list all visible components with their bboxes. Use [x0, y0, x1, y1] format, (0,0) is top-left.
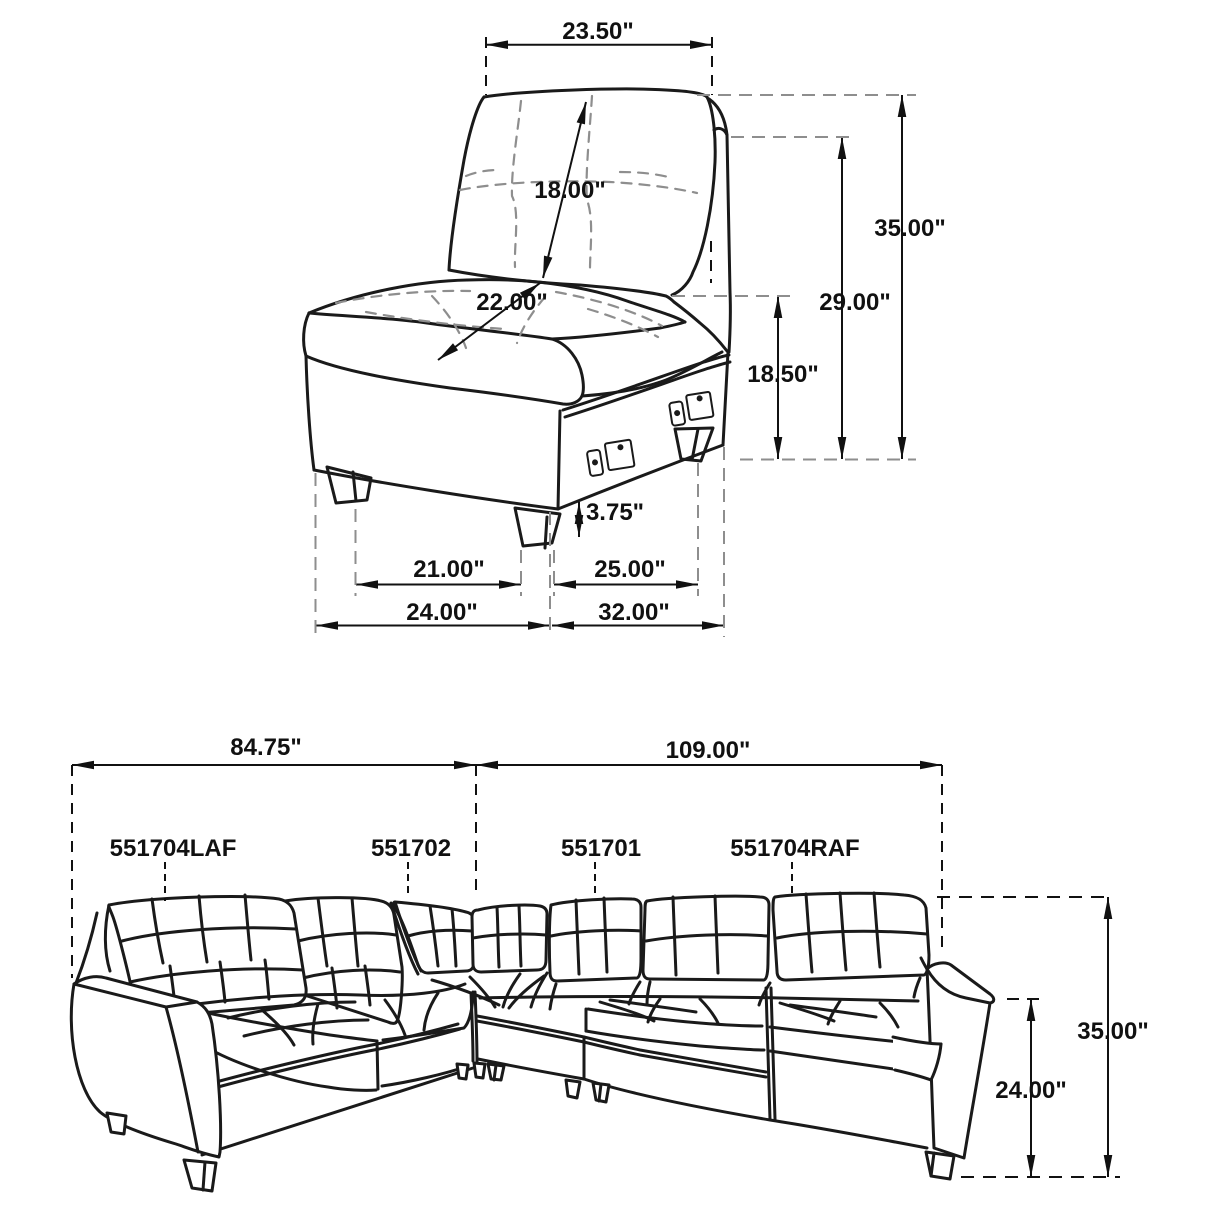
svg-text:551704RAF: 551704RAF — [730, 835, 859, 862]
svg-text:29.00": 29.00" — [819, 289, 890, 316]
svg-text:35.00": 35.00" — [1077, 1018, 1148, 1045]
svg-text:84.75": 84.75" — [230, 734, 301, 761]
svg-text:21.00": 21.00" — [413, 556, 484, 583]
svg-text:551704LAF: 551704LAF — [110, 835, 237, 862]
svg-text:18.00": 18.00" — [534, 177, 605, 204]
svg-text:551702: 551702 — [371, 835, 451, 862]
svg-text:22.00": 22.00" — [476, 289, 547, 316]
svg-text:32.00": 32.00" — [598, 599, 669, 626]
svg-text:109.00": 109.00" — [666, 737, 751, 764]
svg-text:25.00": 25.00" — [594, 556, 665, 583]
svg-text:551701: 551701 — [561, 835, 641, 862]
svg-text:24.00": 24.00" — [995, 1077, 1066, 1104]
svg-text:3.75": 3.75" — [586, 499, 644, 526]
svg-text:18.50": 18.50" — [747, 361, 818, 388]
svg-text:23.50": 23.50" — [562, 18, 633, 45]
svg-text:35.00": 35.00" — [874, 215, 945, 242]
svg-text:24.00": 24.00" — [406, 599, 477, 626]
